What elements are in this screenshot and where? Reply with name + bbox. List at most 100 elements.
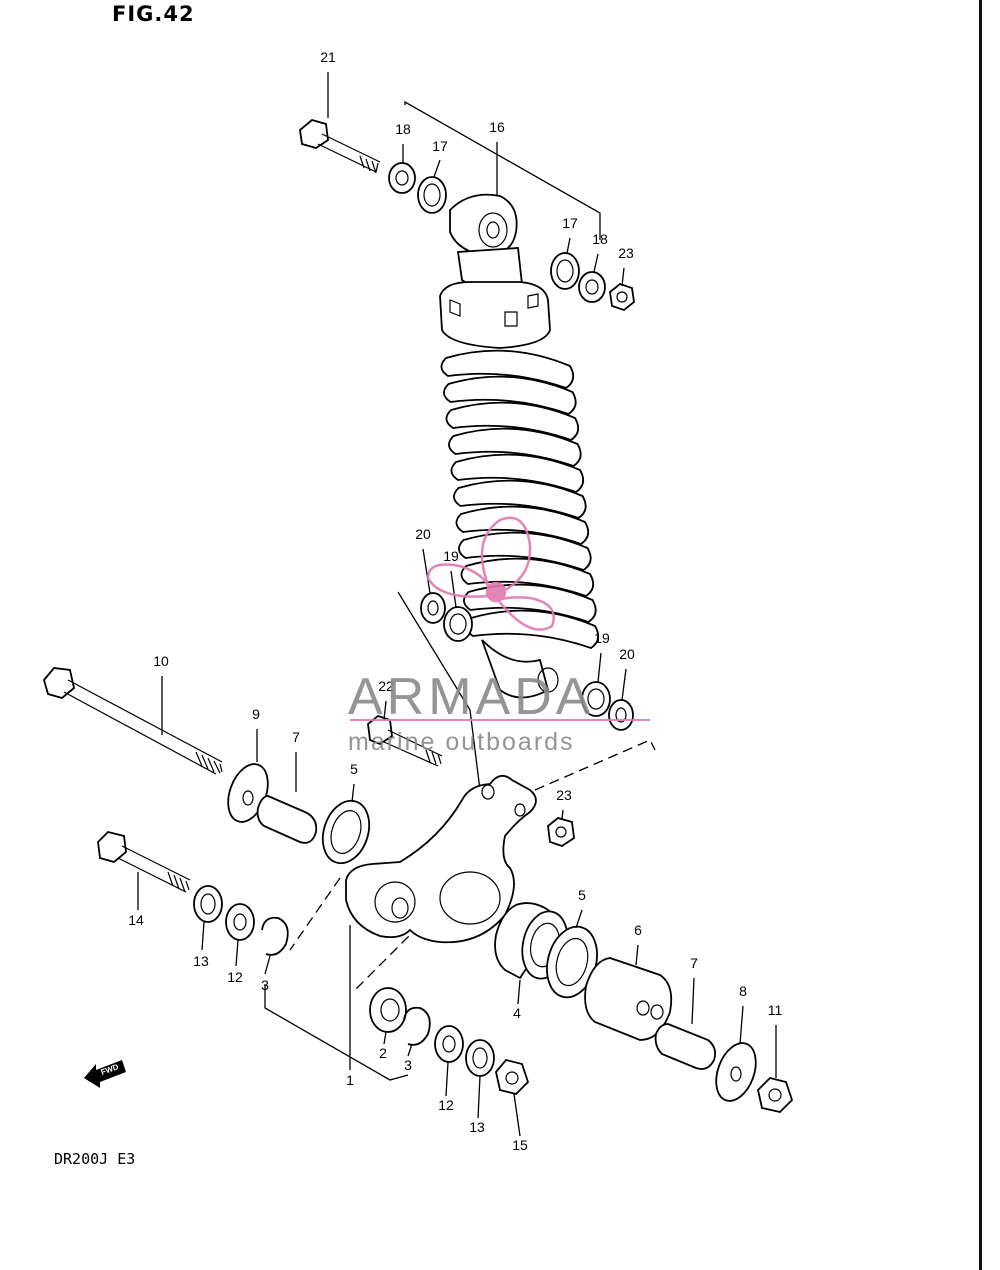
leader-line (566, 237, 571, 254)
nut-23-top (609, 282, 635, 312)
leader-line (407, 1043, 413, 1057)
needle-bearing-4 (494, 902, 569, 980)
leader-line (422, 548, 431, 594)
shock-absorber (439, 193, 600, 699)
collar-18-left (388, 162, 416, 194)
model-code: DR200J E3 (54, 1150, 136, 1168)
callout-number: 18 (395, 121, 411, 137)
leader-line (477, 1075, 481, 1119)
callout-number: 17 (562, 215, 578, 231)
group-bracket-bottom (264, 985, 409, 1081)
callout-number: 13 (469, 1119, 485, 1135)
leader-line (561, 809, 564, 820)
callout-number: 19 (594, 630, 610, 646)
callout-number: 7 (292, 729, 300, 745)
callout-number: 23 (556, 787, 572, 803)
leader-line (351, 783, 355, 803)
callout-number: 6 (634, 922, 642, 938)
circlip-3-left (261, 916, 289, 956)
circlip-3-bottom (403, 1006, 431, 1046)
leader-line (445, 1061, 449, 1097)
callout-number: 12 (438, 1097, 454, 1113)
leader-line (621, 668, 627, 701)
leader-line (621, 267, 625, 287)
washer-8 (715, 1042, 757, 1102)
spring-coil (440, 349, 575, 389)
washer-13-left (193, 885, 223, 923)
leader-line (691, 977, 695, 1025)
callout-number: 11 (768, 1002, 783, 1018)
leader-line (383, 700, 387, 721)
group-line-right (534, 739, 656, 791)
callout-number: 2 (379, 1045, 387, 1061)
cushion-lever (345, 774, 537, 944)
callout-number: 10 (153, 653, 169, 669)
leader-line (433, 159, 441, 178)
callout-number: 19 (443, 548, 459, 564)
callout-number: 15 (512, 1137, 528, 1153)
watermark: ARMADA marine outboards (348, 516, 650, 756)
leader-line (575, 909, 583, 929)
callout-number: 8 (739, 983, 747, 999)
callout-number: 16 (489, 119, 505, 135)
group-bracket-top (404, 100, 601, 240)
callout-number: 7 (690, 955, 698, 971)
watermark-tagline: marine outboards (348, 728, 575, 756)
spring-coil (458, 531, 592, 571)
callout-number: 3 (261, 977, 269, 993)
leader-line (517, 979, 521, 1005)
callout-number: 13 (193, 953, 209, 969)
callout-number: 9 (252, 706, 260, 722)
washer-12-left (225, 903, 255, 941)
collar-7-left (256, 795, 318, 844)
spring-coil (460, 557, 595, 597)
leader-line (264, 955, 271, 975)
bolt-21 (299, 119, 381, 174)
callout-number: 18 (592, 231, 608, 247)
callout-number: 23 (618, 245, 634, 261)
seal-17-left (417, 176, 447, 214)
spring-coil (450, 453, 585, 493)
bolt-14 (97, 831, 191, 893)
callout-number: 12 (227, 969, 243, 985)
leader-line (383, 1031, 387, 1045)
nut-23-lever (547, 817, 575, 847)
collar-7-right (654, 1023, 717, 1070)
leader-line (635, 944, 639, 966)
callout-number: 14 (128, 912, 144, 928)
page-edge (979, 0, 982, 1270)
callout-number: 21 (320, 49, 336, 65)
callout-number: 20 (415, 526, 431, 542)
spring-coil (453, 479, 587, 519)
callout-number: 22 (378, 678, 394, 694)
washer-13-bottom (465, 1039, 495, 1077)
spring-coil (445, 401, 580, 441)
fwd-arrow: FWD (84, 1060, 126, 1088)
seal-19-right (581, 681, 611, 717)
leader-lines (137, 72, 777, 1137)
nut-15 (495, 1058, 530, 1095)
seal-5-left (321, 799, 371, 865)
guide-line-bushing (289, 877, 341, 951)
leader-line (450, 570, 457, 608)
bearing-2 (369, 987, 407, 1033)
callout-number: 1 (346, 1072, 354, 1088)
watermark-brand: ARMADA (348, 668, 594, 726)
callout-number: 4 (513, 1005, 521, 1021)
callout-number: 5 (350, 761, 358, 777)
leader-line (201, 921, 205, 951)
bolt-22 (367, 714, 443, 767)
nut-11 (757, 1077, 794, 1113)
callout-number: 20 (619, 646, 635, 662)
bolt-10 (43, 667, 223, 775)
callout-number: 5 (578, 887, 586, 903)
spacer-6 (584, 957, 673, 1041)
washer-20-left (420, 592, 446, 624)
seal-17-right (550, 252, 580, 290)
leader-line (597, 652, 602, 683)
spring-coil (443, 375, 577, 415)
figure-title: FIG.42 (112, 2, 195, 26)
